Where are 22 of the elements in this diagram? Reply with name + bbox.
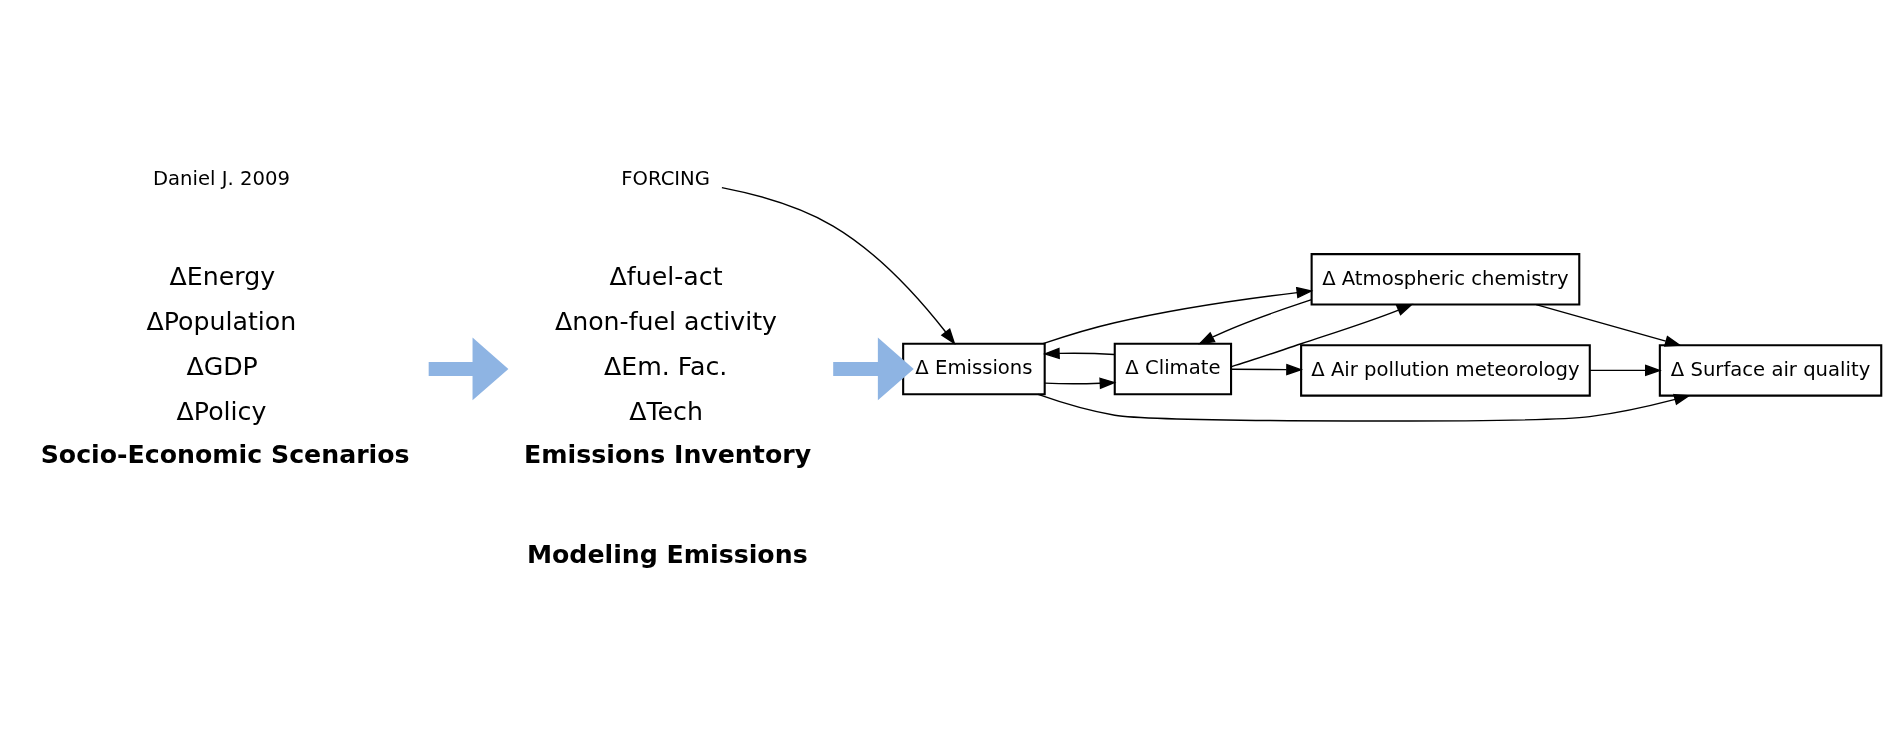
arrow <box>720 186 956 345</box>
node-box: Δ Atmospheric chemistry <box>1310 252 1580 306</box>
arrow <box>1230 363 1303 375</box>
arrow <box>832 337 914 400</box>
node-text: ΔEnergy ΔPopulation ΔGDP ΔPolicy Socio-Economic Scenarios <box>40 261 410 469</box>
arrow <box>1230 303 1414 367</box>
arrow <box>1042 347 1115 359</box>
arrow <box>1197 298 1312 345</box>
label: Daniel J. 2009 <box>152 166 290 190</box>
node-box: Δ Air pollution meteorology <box>1299 343 1591 397</box>
node-text: Δfuel-act Δnon-fuel activity ΔEm. Fac. ΔTech Emissions Inventory <box>523 261 811 469</box>
arrow <box>1535 303 1682 347</box>
arrow <box>1043 376 1116 389</box>
arrow <box>1041 286 1313 344</box>
label: Modeling Emissions <box>526 539 808 569</box>
node-text: FORCING <box>620 166 710 190</box>
arrow <box>1588 364 1662 376</box>
node-box: Δ Emissions <box>901 342 1046 395</box>
node-box: Δ Surface air quality <box>1658 343 1882 397</box>
arrow <box>428 337 508 400</box>
arrow <box>1036 393 1691 422</box>
node-box: Δ Climate <box>1113 342 1232 395</box>
